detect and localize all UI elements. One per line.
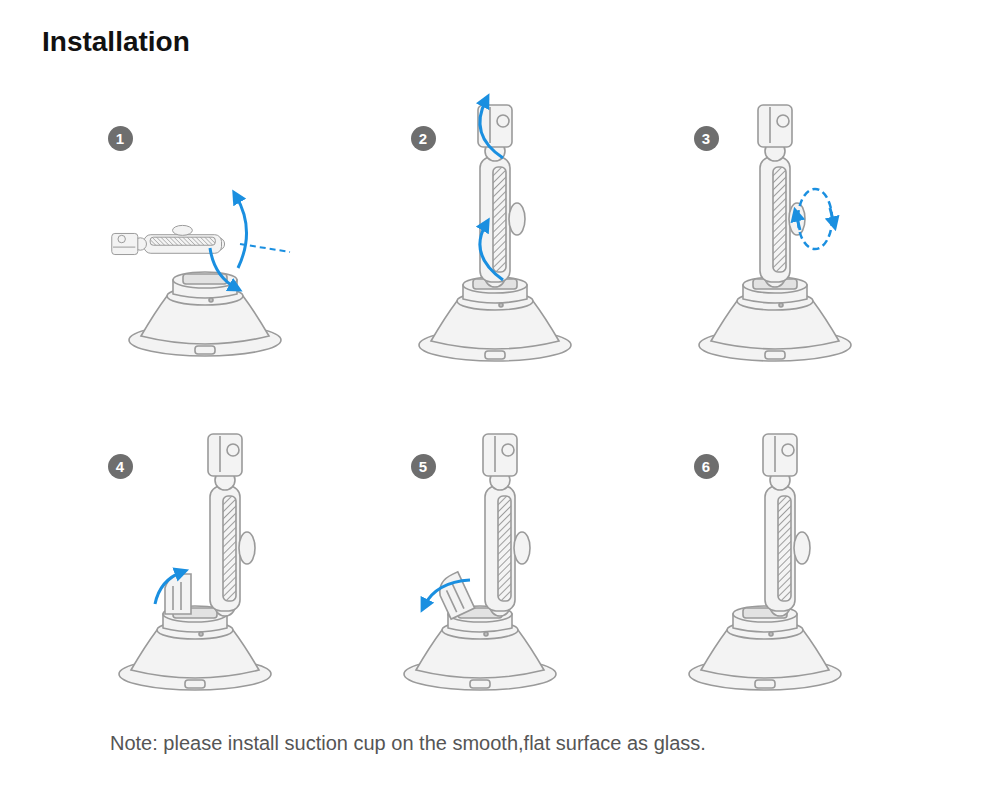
step-number-circle: 4 — [108, 454, 133, 479]
callout-number: 2 — [419, 131, 427, 146]
page-title: Installation — [42, 26, 190, 58]
note-text: Note: please install suction cup on the … — [110, 732, 706, 755]
callout-number: 5 — [419, 459, 427, 474]
step-number-circle: 6 — [694, 454, 719, 479]
callout-number: 3 — [702, 131, 710, 146]
step-number-circle: 2 — [411, 126, 436, 151]
callout-number: 1 — [116, 131, 124, 146]
callout-number: 4 — [116, 459, 124, 474]
step-number-circle: 5 — [411, 454, 436, 479]
step-number-circle: 1 — [108, 126, 133, 151]
callout-number: 6 — [702, 459, 710, 474]
step-number-circle: 3 — [694, 126, 719, 151]
